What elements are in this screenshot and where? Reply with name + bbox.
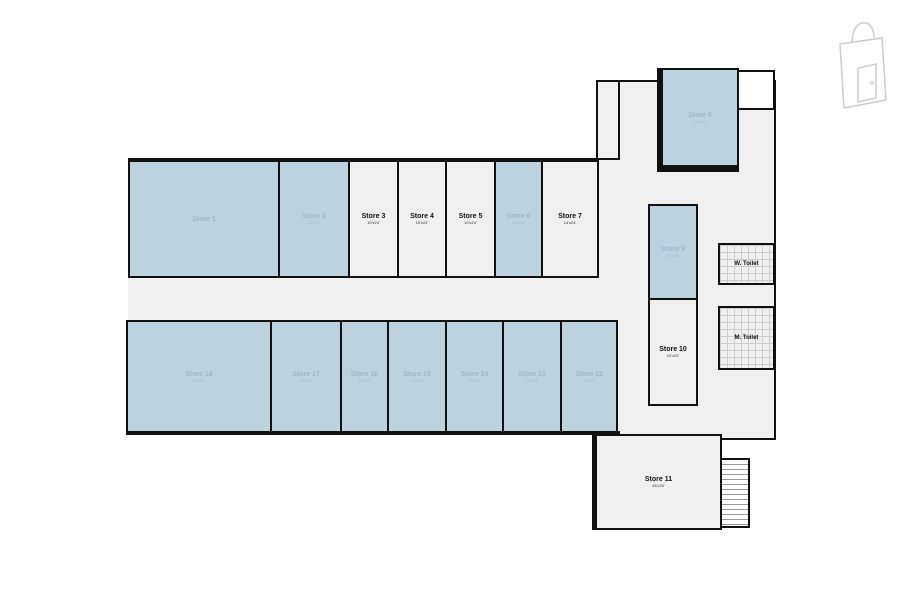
store-dims: 15'x20' [693, 118, 707, 124]
store-name: Store 16 [350, 371, 379, 378]
store-dims: 10'x24' [367, 220, 380, 225]
shopping-bag-icon [839, 21, 887, 109]
store-dims: 14'x24' [563, 220, 577, 225]
store-dims: 12'x24' [525, 378, 539, 383]
store-name: Store 1 [192, 215, 216, 223]
store-name: Store 8 [688, 111, 712, 119]
top-wall [128, 158, 598, 162]
store-dims: 12'x24' [410, 378, 424, 383]
store-name: Store 6 [506, 213, 531, 220]
store-name: Store 2 [302, 213, 326, 220]
store-dims: 10'x24' [358, 378, 371, 383]
store-name: Store 5 [458, 213, 483, 220]
store-dims: 10'x24' [464, 220, 477, 225]
bottom-wall [126, 431, 620, 435]
store-1[interactable]: Store 1 [128, 160, 280, 278]
store-dims: 10'x23' [666, 353, 680, 358]
store-name: Store 14 [460, 371, 489, 378]
store-name: Store 15 [403, 371, 431, 378]
store-name: Store 18 [185, 371, 213, 378]
store-name: Store 10 [659, 346, 687, 353]
store-dims: 9'x24' [469, 378, 480, 383]
women-toilet[interactable]: W. Toilet [718, 243, 775, 285]
store-name: Store 11 [644, 476, 673, 483]
main-corridor [128, 276, 648, 322]
store-dims: 12'x17' [307, 220, 321, 225]
store-dims: 10'x24' [512, 220, 525, 225]
store-dims: 30'x24' [192, 378, 206, 383]
store-dims: 26'x20' [652, 483, 665, 488]
stairwell-bottom [720, 458, 750, 528]
toilet-label: W. Toilet [734, 261, 759, 267]
store-dims: 14'x24' [299, 378, 313, 383]
stairwell-top [596, 80, 620, 160]
store-name: Store 7 [558, 213, 582, 220]
store-dims: 10'x20' [666, 253, 680, 258]
store-name: Store 9 [661, 246, 685, 253]
store-name: Store 13 [518, 371, 546, 378]
store-name: Store 3 [361, 213, 386, 220]
elevator [737, 70, 775, 110]
store-dims: 10'x24' [415, 220, 429, 225]
store-name: Store 17 [292, 371, 320, 378]
store-name: Store 12 [575, 371, 603, 378]
store-dims: 12'x24' [582, 378, 596, 383]
store-name: Store 4 [410, 213, 434, 220]
men-toilet[interactable]: M. Toilet [718, 306, 775, 370]
toilet-label: M. Toilet [734, 335, 759, 341]
